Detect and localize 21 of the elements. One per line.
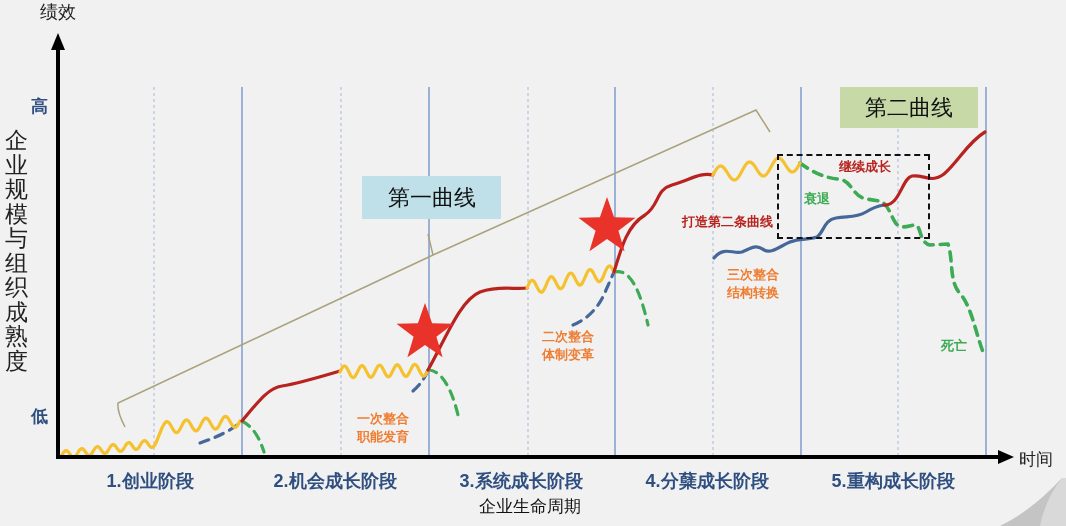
highlight-frame xyxy=(777,154,930,239)
axis-tick-label: 高 xyxy=(31,96,48,118)
curve-label: 打造第二条曲线 xyxy=(682,214,773,231)
axis-title: 时间 xyxy=(1019,449,1053,471)
annotation-label: 二次整合体制变革 xyxy=(542,328,595,364)
curve-title-box: 第一曲线 xyxy=(362,176,501,219)
annotation-label: 一次整合职能发育 xyxy=(357,410,410,446)
stage-label: 5.重构成长阶段 xyxy=(831,470,955,493)
axis-title: 企业规模与组织成熟度 xyxy=(5,128,28,373)
axis-tick-label: 低 xyxy=(31,406,48,428)
stage-label: 3.系统成长阶段 xyxy=(459,470,583,493)
stage-label: 2.机会成长阶段 xyxy=(273,470,397,493)
stage-label: 4.分蘖成长阶段 xyxy=(645,470,769,493)
curve-title-box: 第二曲线 xyxy=(840,87,978,128)
curve-label: 继续成长 xyxy=(839,159,891,176)
stage-label: 1.创业阶段 xyxy=(106,470,194,493)
curve-label: 死亡 xyxy=(941,338,967,355)
curve-label: 衰退 xyxy=(804,191,830,208)
annotation-label: 三次整合结构转换 xyxy=(727,266,780,302)
axis-title: 绩效 xyxy=(40,1,76,24)
axis-title: 企业生命周期 xyxy=(479,496,581,518)
